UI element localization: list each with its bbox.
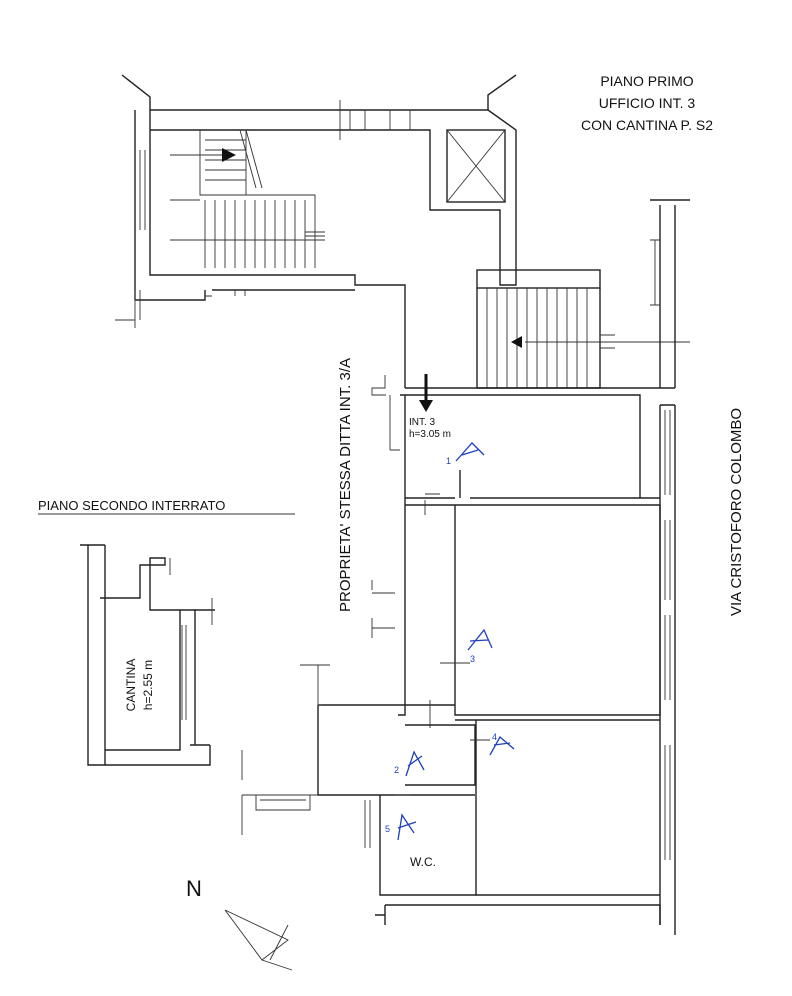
- main-stair: [476, 269, 690, 389]
- title-line-1: PIANO PRIMO: [600, 73, 693, 89]
- north-arrow-icon: [224, 909, 293, 971]
- stair-core: [115, 74, 517, 388]
- photo-marker-number: 4: [492, 732, 497, 742]
- photo-marker: 1: [446, 442, 485, 466]
- right-facade: [405, 199, 690, 935]
- north-label: N: [186, 876, 202, 901]
- stair-direction-arrow-icon: [511, 336, 522, 348]
- neighbor-property-label: PROPRIETA' STESSA DITTA INT. 3/A: [337, 358, 354, 612]
- unit-label: INT. 3 h=3.05 m: [409, 417, 451, 440]
- title-line-2: UFFICIO INT. 3: [599, 95, 696, 111]
- cellar-height: h=2.55 m: [141, 660, 155, 710]
- basement-plan: PIANO SECONDO INTERRATO CANTINA h=2.55 m: [38, 498, 295, 766]
- north-arrow: N: [186, 876, 293, 971]
- photo-marker-number: 1: [446, 456, 451, 466]
- photo-marker: 5: [385, 813, 417, 841]
- photo-marker-number: 5: [385, 824, 390, 834]
- photo-marker: 4: [489, 732, 515, 756]
- photo-marker: 2: [394, 750, 425, 777]
- photo-marker: 3: [467, 628, 493, 664]
- unit-name: INT. 3: [409, 417, 436, 428]
- title-block: PIANO PRIMO UFFICIO INT. 3 CON CANTINA P…: [581, 73, 713, 133]
- title-line-3: CON CANTINA P. S2: [581, 117, 713, 133]
- stair-arrow-icon: [222, 148, 236, 162]
- street-label: VIA CRISTOFORO COLOMBO: [728, 408, 745, 616]
- photo-markers: 1 2 3 4 5: [385, 442, 515, 841]
- unit-height: h=3.05 m: [409, 429, 451, 440]
- entrance-arrow-icon: [419, 400, 433, 412]
- entrance-arrow: [419, 374, 433, 412]
- lift-shaft-icon: [446, 129, 506, 203]
- photo-marker-number: 2: [394, 765, 399, 775]
- cellar-name: CANTINA: [124, 659, 138, 712]
- wc-label: W.C.: [410, 855, 436, 869]
- office-unit: [241, 375, 661, 925]
- photo-marker-number: 3: [470, 654, 475, 664]
- basement-heading: PIANO SECONDO INTERRATO: [38, 498, 225, 513]
